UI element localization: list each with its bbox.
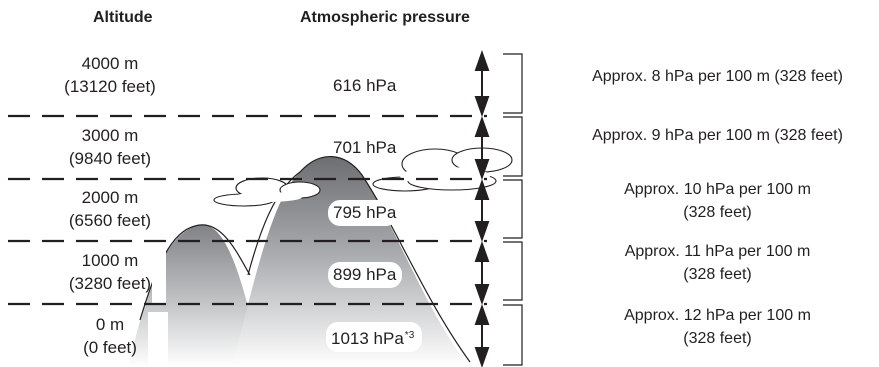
rate-line: Approx. 9 hPa per 100 m (328 feet): [592, 127, 843, 144]
altitude-meters: 0 m: [95, 315, 125, 334]
altitude-feet: (0 feet): [83, 338, 137, 357]
double-arrow-icon: [474, 240, 490, 306]
altitude-label-3000: 3000 m (9840 feet): [30, 124, 190, 170]
pressure-value-616: 616 hPa: [333, 76, 397, 95]
rate-label-0: Approx. 12 hPa per 100 m (328 feet): [590, 304, 845, 350]
pressure-value-795: 795 hPa: [333, 203, 397, 222]
alt-label-bg-1000: [152, 248, 166, 304]
double-arrow-icon: [474, 115, 490, 181]
double-arrow-icon: [474, 303, 490, 367]
altitude-label-4000: 4000 m (13120 feet): [30, 52, 190, 98]
rate-line: (328 feet): [683, 330, 752, 347]
bracket-2000: [503, 179, 523, 239]
rate-label-3000: Approx. 9 hPa per 100 m (328 feet): [560, 124, 875, 147]
pressure-label-bg-795: [328, 200, 398, 226]
rate-line: Approx. 10 hPa per 100 m: [624, 181, 811, 198]
bracket-0: [503, 304, 523, 366]
pressure-label-bg-899: [328, 262, 402, 288]
rate-label-2000: Approx. 10 hPa per 100 m (328 feet): [590, 178, 845, 224]
rate-line: (328 feet): [683, 204, 752, 221]
double-arrow-icon: [474, 178, 490, 243]
altitude-label-2000: 2000 m (6560 feet): [30, 186, 190, 232]
right-mountain-outline: [247, 156, 471, 363]
bracket-1000: [503, 241, 523, 301]
bracket-3000: [503, 116, 523, 177]
footnote-marker: *3: [404, 330, 415, 341]
altitude-header: Altitude: [93, 9, 153, 26]
rate-line: Approx. 12 hPa per 100 m: [624, 307, 811, 324]
altitude-feet: (13120 feet): [64, 77, 156, 96]
cloud-large: [372, 147, 513, 192]
rate-line: (328 feet): [683, 266, 752, 283]
pressure-value-1013: 1013 hPa*3: [331, 326, 414, 349]
altitude-feet: (6560 feet): [68, 211, 152, 230]
brackets: [503, 53, 523, 366]
altitude-meters: 1000 m: [81, 251, 139, 270]
arrows: [474, 49, 490, 367]
rate-label-1000: Approx. 11 hPa per 100 m (328 feet): [590, 240, 845, 286]
pressure-value-701: 701 hPa: [333, 138, 397, 157]
pressure-header: Atmospheric pressure: [300, 9, 470, 26]
right-mountain: [232, 156, 470, 367]
pressure-value: 1013 hPa: [331, 329, 404, 348]
altitude-feet: (9840 feet): [68, 149, 152, 168]
rate-line: Approx. 11 hPa per 100 m: [624, 243, 811, 260]
altitude-meters: 3000 m: [81, 126, 139, 145]
pressure-value-899: 899 hPa: [333, 265, 397, 284]
rate-label-4000: Approx. 8 hPa per 100 m (328 feet): [560, 65, 875, 88]
alt-label-bg-0: [148, 312, 168, 367]
double-arrow-icon: [474, 49, 490, 118]
level-lines: [8, 114, 487, 306]
altitude-label-0: 0 m (0 feet): [30, 313, 190, 359]
rate-line: Approx. 8 hPa per 100 m (328 feet): [592, 68, 843, 85]
bracket-4000: [503, 53, 523, 114]
altitude-meters: 2000 m: [81, 188, 139, 207]
pressure-label-bg-1013: [326, 322, 422, 352]
altitude-label-1000: 1000 m (3280 feet): [30, 249, 190, 295]
altitude-meters: 4000 m: [81, 54, 139, 73]
cloud-small: [213, 177, 321, 207]
altitude-feet: (3280 feet): [68, 274, 152, 293]
